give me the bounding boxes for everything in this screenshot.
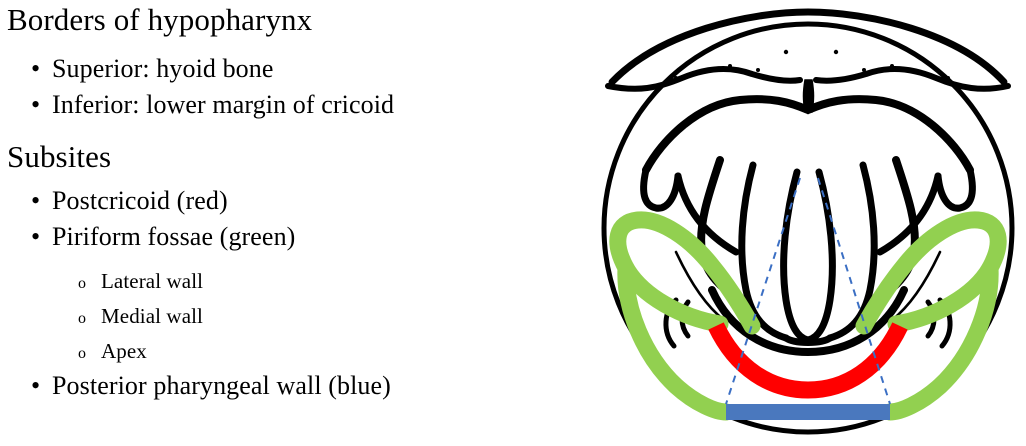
guide-line-right-dashed bbox=[817, 177, 891, 405]
right-pharyngoepiglottic-hook bbox=[934, 166, 976, 212]
bullet-circle-icon: o bbox=[78, 275, 86, 292]
heading-borders-of-hypopharynx: Borders of hypopharynx bbox=[7, 2, 313, 37]
cricoid-ring-arc bbox=[708, 286, 908, 357]
vallecula-left-fold bbox=[605, 66, 803, 92]
subbullet-apex: o Apex bbox=[78, 341, 147, 362]
bullet-dot-icon: • bbox=[31, 222, 41, 251]
bullet-postcricoid-label: Postcricoid (red) bbox=[52, 186, 228, 215]
bullet-dot-icon: • bbox=[31, 54, 41, 83]
subbullet-lateral-wall-label: Lateral wall bbox=[101, 269, 204, 293]
bullet-inferior-label: Inferior: lower margin of cricoid bbox=[52, 90, 395, 119]
bullet-dot-icon: • bbox=[31, 186, 41, 215]
subbullet-medial-wall: o Medial wall bbox=[78, 306, 203, 327]
guide-line-left-dashed bbox=[725, 177, 801, 405]
piriform-fossa-right-medial-limb bbox=[855, 211, 1007, 335]
left-pharyngoepiglottic-hook bbox=[640, 166, 682, 212]
left-false-vocal-cord bbox=[738, 161, 790, 342]
subbullet-lateral-wall: o Lateral wall bbox=[78, 271, 203, 292]
posterior-pharyngeal-wall-blue-bar bbox=[726, 404, 890, 420]
interarytenoid-closure bbox=[782, 334, 834, 346]
bullet-superior: • Superior: hyoid bone bbox=[31, 56, 274, 82]
vallecula-right-fold bbox=[813, 66, 1011, 92]
bullet-dot-icon: • bbox=[31, 371, 41, 400]
text-content-column: Borders of hypopharynx • Superior: hyoid… bbox=[7, 2, 394, 399]
true-vocal-cords-glottis bbox=[780, 168, 836, 344]
bullet-dot-icon: • bbox=[31, 90, 41, 119]
bullet-superior-label: Superior: hyoid bone bbox=[52, 54, 274, 83]
bullet-inferior: • Inferior: lower margin of cricoid bbox=[31, 92, 394, 118]
bullet-postcricoid: • Postcricoid (red) bbox=[31, 188, 228, 214]
bullet-piriform-fossae-label: Piriform fossae (green) bbox=[52, 222, 296, 251]
right-false-vocal-cord bbox=[826, 161, 878, 342]
tongue-base-upper-outline bbox=[608, 8, 1008, 86]
bullet-posterior-pharyngeal-wall: • Posterior pharyngeal wall (blue) bbox=[31, 373, 391, 399]
bullet-circle-icon: o bbox=[78, 310, 86, 327]
piriform-fossa-left-lateral-limb bbox=[617, 259, 735, 421]
subbullet-medial-wall-label: Medial wall bbox=[101, 304, 203, 328]
piriform-fossa-left-medial-limb bbox=[609, 211, 761, 335]
bullet-posterior-pharyngeal-wall-label: Posterior pharyngeal wall (blue) bbox=[52, 371, 391, 400]
tongue-stipple-marks bbox=[674, 49, 950, 80]
heading-subsites: Subsites bbox=[7, 139, 112, 174]
postcricoid-region-red-arc bbox=[708, 322, 908, 399]
larynx-laryngoscopic-view-svg bbox=[601, 8, 1015, 435]
bullet-piriform-fossae: • Piriform fossae (green) bbox=[31, 224, 295, 250]
hypopharynx-diagram bbox=[590, 0, 1026, 446]
pharynx-outer-circle-outline bbox=[601, 21, 1015, 435]
bullet-circle-icon: o bbox=[78, 345, 86, 362]
subbullet-apex-label: Apex bbox=[101, 339, 147, 363]
epiglottis-superior-rim bbox=[642, 95, 974, 174]
piriform-fossa-right-lateral-limb bbox=[881, 259, 999, 421]
